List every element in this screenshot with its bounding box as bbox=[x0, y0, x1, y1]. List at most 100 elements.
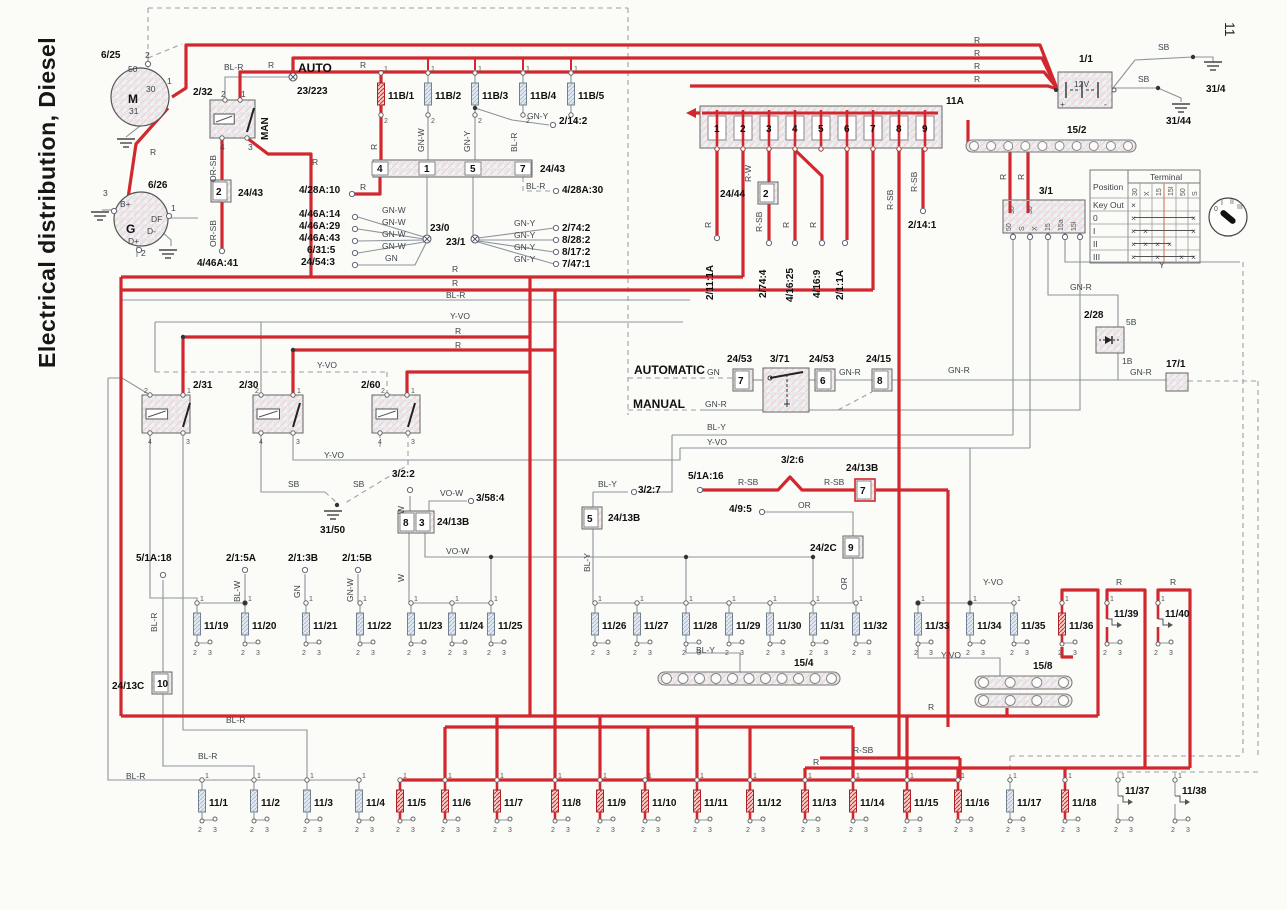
label-31: 31 bbox=[129, 106, 139, 116]
fuse-label: 11/2 bbox=[261, 798, 280, 809]
wire-red bbox=[171, 43, 1058, 99]
strip-cell: 4 bbox=[377, 164, 383, 175]
pin: 1 bbox=[921, 596, 925, 603]
label-GN: GN bbox=[707, 367, 720, 377]
pin: 3 bbox=[208, 650, 212, 657]
box-cell: 5 bbox=[587, 514, 593, 525]
junction-icon bbox=[288, 72, 298, 82]
label-AUTOMATIC: AUTOMATIC bbox=[634, 363, 705, 377]
table-col: X bbox=[1144, 191, 1151, 196]
wire bbox=[428, 500, 467, 514]
wire-dot bbox=[290, 347, 296, 353]
label-1: 1 bbox=[171, 203, 176, 213]
ground-icon bbox=[159, 249, 177, 259]
wire bbox=[357, 241, 425, 254]
label-R: R bbox=[268, 60, 274, 70]
wire bbox=[424, 530, 813, 558]
label-24-13B: 24/13B bbox=[608, 513, 640, 524]
terminal-circle bbox=[144, 60, 152, 68]
box-cell: 3 bbox=[419, 518, 425, 529]
pin: 1 bbox=[816, 596, 820, 603]
fuse-label: 11/18 bbox=[1072, 798, 1097, 809]
wire bbox=[700, 237, 1081, 411]
pin: 2 bbox=[954, 827, 958, 834]
label-GN-W: GN-W bbox=[382, 241, 406, 251]
terminal-circle bbox=[549, 121, 557, 129]
pin: 2 bbox=[302, 650, 306, 657]
pin: 4 bbox=[148, 439, 152, 446]
box-cell: 8 bbox=[403, 518, 409, 529]
wire-red bbox=[405, 370, 530, 395]
fuse-label: 11/13 bbox=[812, 798, 837, 809]
pin: 1 bbox=[1068, 773, 1072, 780]
terminal-circle bbox=[467, 497, 475, 505]
box-cell: 9 bbox=[848, 543, 854, 554]
label-R: R bbox=[455, 326, 461, 336]
pin: 1 bbox=[603, 773, 607, 780]
pin: 2 bbox=[903, 827, 907, 834]
label-Y-VO: Y-VO bbox=[983, 577, 1003, 587]
wire-red bbox=[793, 148, 824, 240]
table-mark: × bbox=[1131, 226, 1136, 236]
pin: 3 bbox=[1186, 827, 1190, 834]
fuse-label: 11/5 bbox=[407, 798, 426, 809]
box-cell: 6 bbox=[820, 376, 826, 387]
label-31-4: 31/4 bbox=[1206, 84, 1226, 95]
box-cell: 8 bbox=[877, 376, 883, 387]
pin: 30 bbox=[1027, 206, 1034, 214]
pin: 3 bbox=[296, 439, 300, 446]
pin: 3 bbox=[508, 827, 512, 834]
terminal-circle bbox=[301, 566, 309, 574]
label-Y: Y bbox=[1159, 260, 1165, 270]
pin: 1 bbox=[411, 388, 415, 395]
label-4-46A-14: 4/46A:14 bbox=[299, 209, 341, 220]
label-8-17-2: 8/17:2 bbox=[562, 247, 591, 258]
pin: 1 bbox=[526, 66, 530, 73]
table-col: 30 bbox=[1132, 188, 1139, 196]
label-W: W bbox=[396, 574, 406, 582]
label-BL-R: BL-R bbox=[226, 715, 245, 725]
label-SB: SB bbox=[1138, 74, 1150, 84]
label-2-1-5A: 2/1:5A bbox=[226, 553, 256, 564]
wire-dashed bbox=[344, 433, 409, 504]
table-row-Key Out: Key Out bbox=[1093, 200, 1124, 210]
label-GN: GN bbox=[292, 585, 302, 598]
pin: S bbox=[1019, 226, 1026, 231]
wire bbox=[477, 240, 555, 253]
label-R: R bbox=[369, 144, 379, 150]
breaker-label: 11/40 bbox=[1165, 609, 1190, 620]
terminal-circle bbox=[758, 508, 766, 516]
pin: 3 bbox=[371, 650, 375, 657]
wire-red bbox=[291, 56, 1058, 88]
pin: 3 bbox=[969, 827, 973, 834]
label-R: R bbox=[360, 182, 366, 192]
connector-17-1 bbox=[1165, 372, 1189, 392]
wire-red bbox=[352, 177, 382, 196]
connector-box: 10 bbox=[151, 671, 173, 695]
wire-red bbox=[1156, 588, 1192, 768]
label-1-1: 1/1 bbox=[1079, 54, 1093, 65]
terminal-circle bbox=[919, 207, 927, 215]
label-R: R bbox=[312, 157, 318, 167]
label-5-1A-16: 5/1A:16 bbox=[688, 471, 724, 482]
junction-icon bbox=[422, 234, 432, 244]
switch-3-71 bbox=[762, 367, 810, 413]
label-2: 2 bbox=[221, 89, 226, 99]
pin: 2 bbox=[198, 827, 202, 834]
pin: 3 bbox=[929, 650, 933, 657]
table-col: 50 bbox=[1180, 188, 1187, 196]
label-5B: 5B bbox=[1126, 317, 1137, 327]
pin: 4 bbox=[259, 439, 263, 446]
label-R: R bbox=[1116, 577, 1122, 587]
wire-dot bbox=[180, 334, 186, 340]
label-GN-W: GN-W bbox=[345, 578, 355, 602]
